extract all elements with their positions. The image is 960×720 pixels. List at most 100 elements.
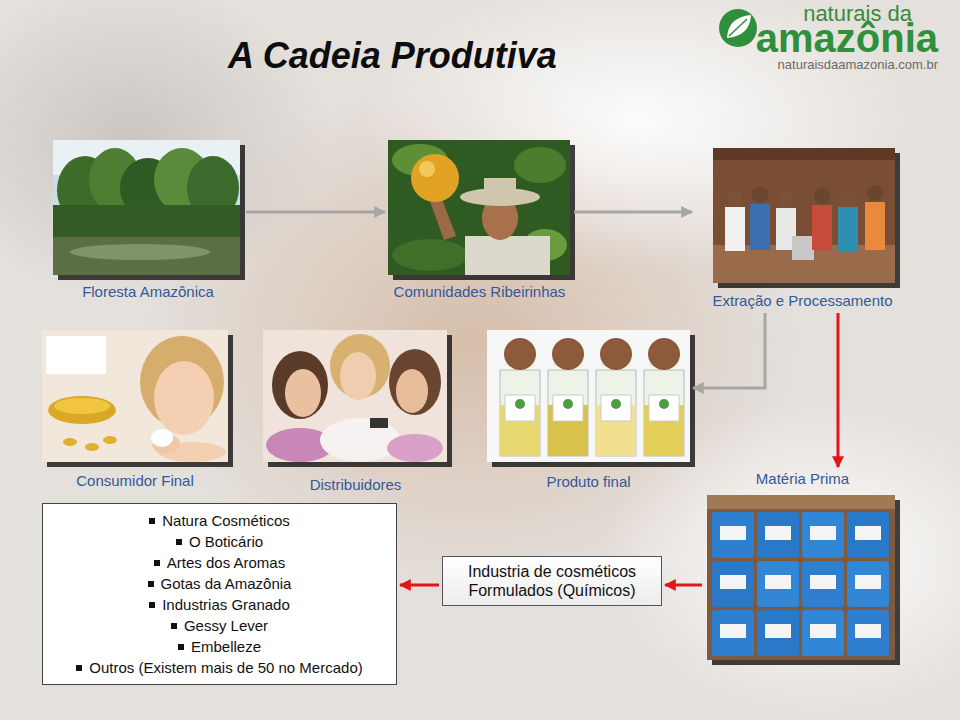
fruit — [411, 154, 459, 202]
list-item: Gessy Lever — [51, 615, 388, 636]
logo-circle — [719, 9, 757, 47]
photo-stage: Extração e Processamento — [695, 148, 910, 310]
jug-label — [720, 575, 746, 589]
jug-label — [720, 624, 746, 638]
hair — [389, 349, 441, 415]
logo-leaf — [727, 15, 751, 38]
flow-arrow — [665, 584, 702, 587]
jug-label — [855, 624, 881, 638]
jug — [712, 561, 754, 607]
photo-stage: Produto final — [487, 330, 690, 491]
logo-text: naturaisdaamazonia.com.br — [778, 58, 938, 72]
jug-label — [855, 526, 881, 540]
caption-row: Distribuidores — [263, 476, 448, 494]
jug — [757, 610, 799, 656]
machine — [792, 236, 814, 260]
caption-row: Floresta Amazônica — [53, 283, 243, 301]
head — [840, 190, 856, 206]
bottle — [596, 370, 636, 456]
head — [867, 185, 883, 201]
body — [387, 434, 443, 462]
head — [778, 191, 794, 207]
bullet-square — [149, 602, 155, 608]
raw-material-photo — [707, 495, 900, 665]
caption-row: Extração e Processamento — [695, 292, 910, 310]
stage-caption: Matéria Prima — [756, 470, 849, 488]
product-photo — [487, 330, 695, 467]
stage-caption: Consumidor Final — [76, 472, 194, 490]
jug-label — [765, 624, 791, 638]
photo-shadow — [712, 500, 900, 665]
stage-caption: Distribuidores — [310, 476, 402, 494]
bottle-cap — [504, 338, 536, 370]
list-item: Gotas da Amazônia — [51, 573, 388, 594]
jug-label — [765, 575, 791, 589]
capsule — [85, 443, 99, 451]
photo-stage: Matéria Prima — [705, 470, 900, 660]
bottle — [644, 370, 684, 456]
company-name: O Boticário — [189, 533, 263, 550]
towel — [46, 336, 106, 374]
bullet-square — [149, 518, 155, 524]
bottle-label — [505, 395, 535, 421]
company-list-box: Natura CosméticosO BoticárioArtes dos Ar… — [42, 503, 397, 685]
bottle-label — [553, 395, 583, 421]
flow-arrow — [400, 584, 439, 587]
forest-band — [53, 205, 240, 237]
head — [752, 187, 768, 203]
stage-caption: Produto final — [546, 473, 630, 491]
wall-beam — [713, 148, 895, 160]
jug — [802, 610, 844, 656]
flow-arrow — [246, 211, 385, 214]
flow-arrow — [837, 313, 840, 467]
bullet-square — [178, 644, 184, 650]
jug — [847, 512, 889, 558]
logo-icon — [719, 9, 757, 47]
bullet-square — [176, 539, 182, 545]
face — [154, 361, 214, 435]
jug — [712, 610, 754, 656]
bottle-cap — [648, 338, 680, 370]
extraction-photo — [713, 148, 900, 288]
fruit-highlight — [419, 161, 435, 177]
photo-stage: Distribuidores — [263, 330, 448, 494]
sky — [53, 140, 240, 275]
person — [838, 207, 858, 251]
bottle-cap — [552, 338, 584, 370]
oil — [54, 398, 110, 414]
label-logo — [563, 399, 573, 409]
community-photo — [388, 140, 575, 280]
water — [53, 237, 240, 275]
jug — [802, 512, 844, 558]
photo-ground — [42, 330, 228, 462]
leaf — [392, 239, 468, 271]
bullet-square — [76, 665, 82, 671]
bullet-square — [148, 581, 154, 587]
list-item: Natura Cosméticos — [51, 510, 388, 531]
caption-row: Produto final — [487, 473, 690, 491]
person — [865, 202, 885, 250]
water-reflection — [70, 244, 210, 260]
label-logo — [611, 399, 621, 409]
flow-arrow — [693, 313, 765, 388]
face — [340, 352, 376, 400]
foliage — [388, 140, 570, 275]
head — [727, 190, 743, 206]
photo-stage: Consumidor Final — [42, 330, 228, 490]
forest-photo — [53, 140, 245, 280]
jug-label — [855, 575, 881, 589]
hair — [272, 351, 328, 419]
wall — [707, 495, 895, 509]
head — [814, 188, 830, 204]
caption-row: Matéria Prima — [705, 470, 900, 488]
cream — [151, 429, 173, 447]
stage-caption: Floresta Amazônica — [82, 283, 214, 301]
hat-brim — [460, 188, 540, 206]
company-name: Gotas da Amazônia — [161, 575, 292, 592]
bottle — [548, 370, 588, 456]
logo-text: amazônia — [756, 17, 938, 59]
person — [725, 207, 745, 251]
bottle-label — [649, 395, 679, 421]
capsule — [103, 436, 117, 444]
